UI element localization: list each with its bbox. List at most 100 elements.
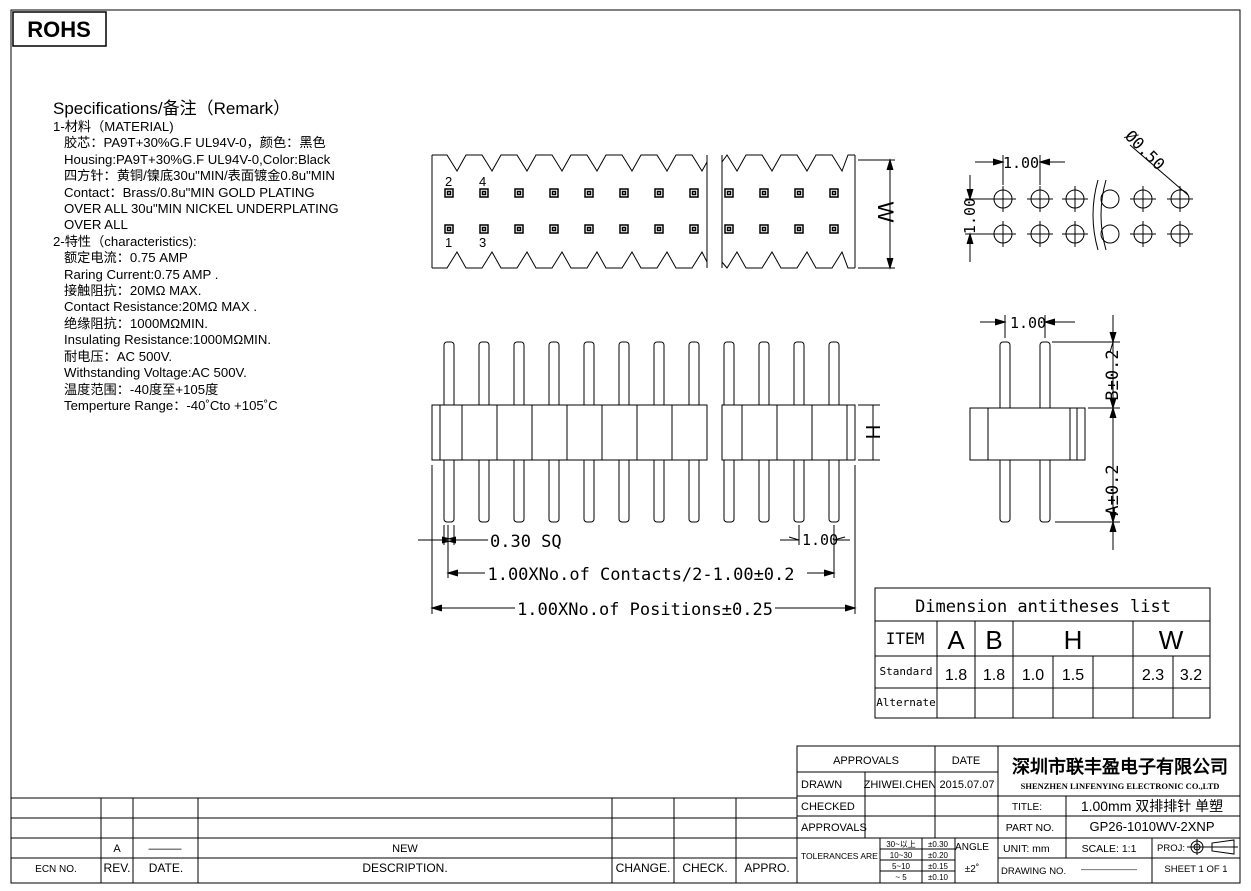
characteristic-line: 耐电压：AC 500V.: [64, 348, 172, 364]
characteristic-line: Raring Current:0.75 AMP .: [64, 266, 219, 282]
rev-header-check: CHECK.: [682, 861, 727, 875]
dim-table-header-b: B: [985, 625, 1002, 655]
pin-pad: [619, 224, 629, 234]
pin-pad-center: [796, 226, 802, 232]
material-line: 四方针：黄铜/镍底30u"MIN/表面镀金0.8u"MIN: [64, 168, 335, 184]
dim-table-header-item: ITEM: [886, 629, 925, 648]
pin-pad: [584, 224, 594, 234]
pin-pad: [794, 188, 804, 198]
pin-pad-center: [726, 190, 732, 196]
top-view: [431, 154, 895, 270]
pin-pad-center: [831, 190, 837, 196]
pin-pad-center: [691, 226, 697, 232]
pin-pad-center: [551, 190, 557, 196]
tol-range: 10~30: [890, 851, 913, 860]
pin-pad: [759, 188, 769, 198]
characteristic-line: 接触阻抗：20MΩ MAX.: [64, 283, 202, 299]
dim-hole-pitch-h: 1.00: [1003, 154, 1039, 172]
tb-angle-tol: ±2˚: [965, 863, 979, 875]
pin-pad: [794, 224, 804, 234]
pin-pad-center: [761, 190, 767, 196]
dim-table-alternate-label: Alternate: [876, 696, 936, 709]
dim-hole-pitch-v: 1.00: [961, 198, 979, 234]
pin-pad: [689, 224, 699, 234]
characteristic-line: Contact Resistance:20MΩ MAX .: [64, 299, 258, 315]
rev-value: A: [113, 843, 121, 855]
hole: [1100, 189, 1120, 209]
pin-pad: [444, 224, 454, 234]
pin-pad: [549, 224, 559, 234]
characteristic-line: 额定电流：0.75 AMP: [64, 250, 188, 266]
tol-value: ±0.30: [928, 840, 949, 849]
characteristic-line: Insulating Resistance:1000MΩMIN.: [64, 332, 272, 348]
rev-header-ecn: ECN NO.: [35, 864, 77, 875]
pin-pad-center: [621, 226, 627, 232]
pin-pad: [444, 188, 454, 198]
tb-scale: SCALE: 1:1: [1082, 843, 1137, 855]
tb-part-value: GP26-1010WV-2XNP: [1089, 819, 1214, 834]
pin-pad-center: [446, 190, 452, 196]
dim-w-label: W: [873, 202, 898, 223]
characteristics-heading: 2-特性（characteristics):: [53, 233, 197, 249]
tb-sheet: SHEET 1 OF 1: [1164, 864, 1227, 875]
pin-pad: [689, 188, 699, 198]
sheet-border: [10, 9, 1241, 884]
rev-header-change: CHANGE.: [616, 861, 671, 875]
characteristic-line: Temperture Range：-40˚Cto +105˚C: [64, 397, 278, 413]
tol-range: 5~10: [892, 862, 911, 871]
dim-table-standard-value: 1.8: [983, 667, 1005, 684]
tb-title-value: 1.00mm 双排排针 单塑: [1081, 798, 1223, 814]
dim-table-header-w: W: [1159, 625, 1184, 655]
pin-pad: [724, 188, 734, 198]
dim-side-pitch: 1.00: [1010, 314, 1046, 332]
pin-pad: [514, 188, 524, 198]
pin-pad: [829, 224, 839, 234]
rev-date-value: ———: [149, 843, 182, 855]
rev-description-value: NEW: [392, 843, 418, 855]
dim-table-standard-value: 1.5: [1062, 667, 1084, 684]
tb-unit: UNIT: mm: [1003, 843, 1050, 855]
pin-label-3: 3: [479, 235, 486, 250]
pin-pad-center: [586, 226, 592, 232]
company-name-en: SHENZHEN LINFENYING ELECTRONIC CO.,LTD: [1021, 781, 1220, 791]
tb-approvals-label: APPROVALS: [801, 822, 867, 834]
dim-table-standard-value: 1.0: [1022, 667, 1044, 684]
hole: [1100, 224, 1120, 244]
tol-value: ±0.15: [928, 862, 949, 871]
pin-pad: [479, 224, 489, 234]
side-view: [969, 315, 1120, 550]
pin-pad-center: [586, 190, 592, 196]
pin-pad-center: [831, 226, 837, 232]
pin-pad: [724, 224, 734, 234]
pin-pad: [549, 188, 559, 198]
tb-drawn-by: ZHIWEI.CHEN: [864, 779, 937, 791]
rev-header-rev: REV.: [104, 861, 131, 875]
specs-title: Specifications/备注（Remark）: [53, 99, 291, 118]
hole-pattern: [965, 144, 1193, 262]
dim-table-standard-value: 3.2: [1180, 667, 1202, 684]
tol-value: ±0.10: [928, 873, 949, 882]
dim-table-standard-value: 1.8: [945, 667, 967, 684]
characteristic-line: 绝缘阻抗：1000MΩMIN.: [64, 315, 208, 331]
tb-part-label: PART NO.: [1006, 822, 1054, 834]
tb-approvals-header: APPROVALS: [833, 755, 899, 767]
dim-a-label: A±0.2: [1103, 464, 1123, 515]
pin-pad: [759, 224, 769, 234]
pin-pad: [619, 188, 629, 198]
pin-label-4: 4: [479, 174, 486, 189]
pin-pad: [654, 188, 664, 198]
pin-pad-center: [656, 226, 662, 232]
tb-proj: PROJ:: [1157, 843, 1185, 854]
revision-table: [11, 797, 797, 883]
pin-pad-center: [516, 190, 522, 196]
material-line: OVER ALL: [64, 217, 128, 233]
tb-tolerances-label: TOLERANCES ARE: [801, 851, 878, 861]
pin-pad: [584, 188, 594, 198]
dim-table-header-h: H: [1064, 625, 1083, 655]
pin-pad-center: [481, 226, 487, 232]
rev-header-appro: APPRO.: [744, 861, 789, 875]
pin-pad-center: [796, 190, 802, 196]
tol-range: 30~以上: [886, 840, 916, 849]
material-heading: 1-材料（MATERIAL): [53, 119, 174, 134]
material-line: Contact：Brass/0.8u"MIN GOLD PLATING: [64, 184, 315, 200]
